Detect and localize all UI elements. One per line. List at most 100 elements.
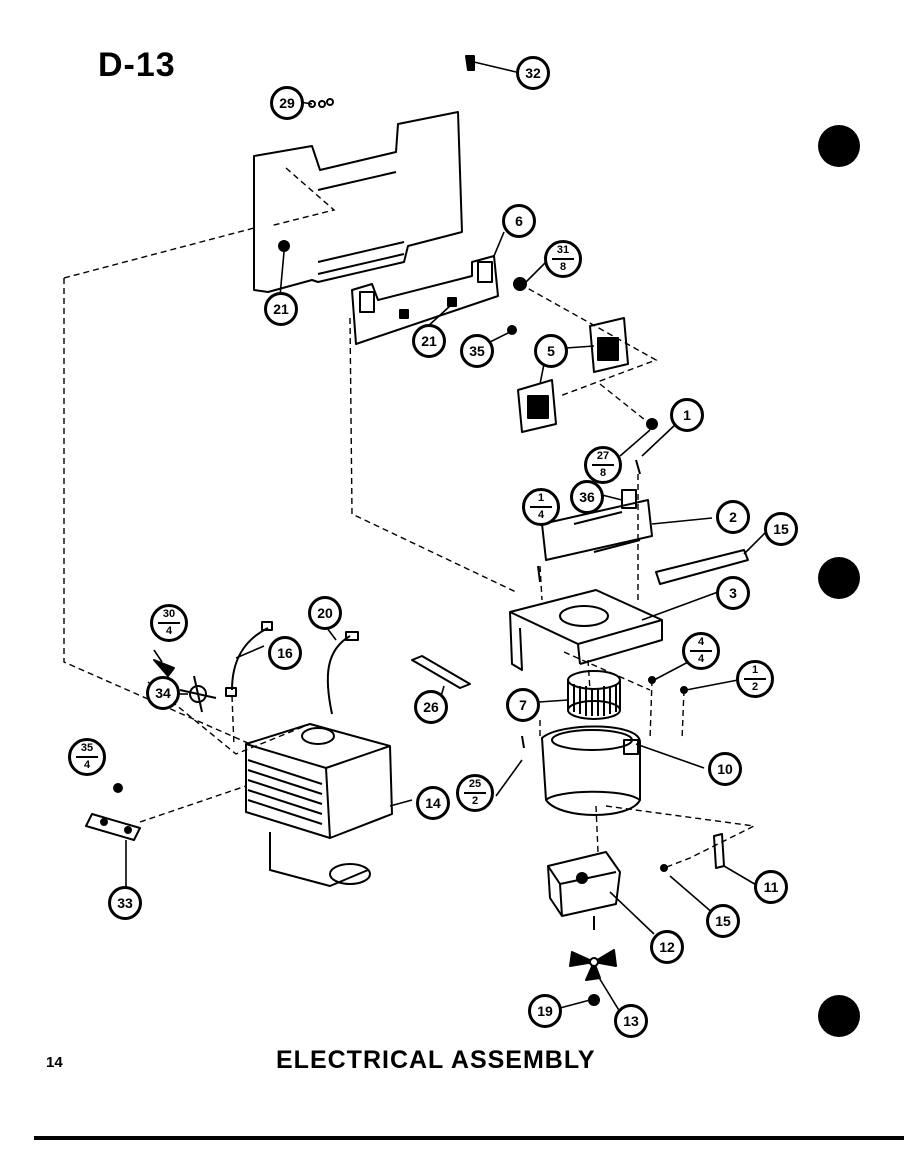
wire-harness-20 xyxy=(326,631,359,715)
callout-12: 12 xyxy=(650,930,684,964)
diagram-title: ELECTRICAL ASSEMBLY xyxy=(276,1046,596,1074)
fan-mount-bracket xyxy=(509,589,663,671)
callout-bottom: 4 xyxy=(697,653,705,665)
callout-bottom: 2 xyxy=(751,681,759,693)
insulation-strip xyxy=(655,549,749,585)
callout-20: 20 xyxy=(308,596,342,630)
support-bar xyxy=(411,655,471,689)
callout-26: 26 xyxy=(414,690,448,724)
callout-bottom: 4 xyxy=(83,759,91,771)
callout-label: 35 xyxy=(469,343,485,359)
callout-3: 3 xyxy=(716,576,750,610)
callout-label: 12 xyxy=(659,939,675,955)
callout-label: 14 xyxy=(425,795,441,811)
callout-label: 11 xyxy=(763,879,779,895)
fan-motor xyxy=(547,851,621,930)
magnetron xyxy=(245,723,393,887)
blower-wheel xyxy=(567,670,621,720)
callout-label: 5 xyxy=(547,343,555,359)
callout-34: 34 xyxy=(146,676,180,710)
bottom-border xyxy=(34,1136,904,1140)
callout-15-upper: 15 xyxy=(764,512,798,546)
callout-top: 25 xyxy=(468,778,482,790)
callout-7: 7 xyxy=(506,688,540,722)
callout-21-left: 21 xyxy=(264,292,298,326)
mounting-clip xyxy=(713,833,725,869)
callout-29: 29 xyxy=(270,86,304,120)
callout-label: 21 xyxy=(421,333,437,349)
callout-label: 13 xyxy=(623,1013,639,1029)
callout-bottom: 4 xyxy=(537,509,545,521)
callout-label: 16 xyxy=(277,645,293,661)
callout-21-right: 21 xyxy=(412,324,446,358)
callout-15-lower: 15 xyxy=(706,904,740,938)
callout-label: 32 xyxy=(525,65,541,81)
screws xyxy=(113,55,688,1006)
callout-label: 19 xyxy=(537,1003,553,1019)
binder-hole-middle xyxy=(818,557,860,599)
callout-19: 19 xyxy=(528,994,562,1028)
callout-16: 16 xyxy=(268,636,302,670)
callout-11: 11 xyxy=(754,870,788,904)
callout-top: 4 xyxy=(697,636,705,648)
callout-top: 30 xyxy=(162,608,176,620)
callout-2: 2 xyxy=(716,500,750,534)
callout-35: 35 xyxy=(460,334,494,368)
callout-label: 20 xyxy=(317,605,333,621)
callout-label: 15 xyxy=(773,521,789,537)
thermal-cutout xyxy=(85,813,141,841)
callout-label: 15 xyxy=(715,913,731,929)
callout-bottom: 2 xyxy=(471,795,479,807)
callout-label: 3 xyxy=(729,585,737,601)
callout-32: 32 xyxy=(516,56,550,90)
callout-36: 36 xyxy=(570,480,604,514)
callout-label: 6 xyxy=(515,213,523,229)
control-bracket xyxy=(351,255,499,345)
assembly-lines xyxy=(63,167,757,869)
callout-top: 35 xyxy=(80,742,94,754)
callout-5: 5 xyxy=(534,334,568,368)
callout-13: 13 xyxy=(614,1004,648,1038)
callout-top: 1 xyxy=(751,664,759,676)
callout-bottom: 4 xyxy=(165,625,173,637)
callout-label: 21 xyxy=(273,301,289,317)
callout-33: 33 xyxy=(108,886,142,920)
callout-label: 33 xyxy=(117,895,133,911)
callout-bottom: 8 xyxy=(559,261,567,273)
back-panel xyxy=(253,111,463,293)
callout-bottom: 8 xyxy=(599,467,607,479)
callout-label: 1 xyxy=(683,407,691,423)
blower-housing xyxy=(541,725,641,816)
callout-14: 14 xyxy=(416,786,450,820)
binder-hole-top xyxy=(818,125,860,167)
relay-lower xyxy=(517,379,557,433)
page-number: 14 xyxy=(46,1054,63,1071)
callout-top: 27 xyxy=(596,450,610,462)
connector-star xyxy=(179,675,217,713)
callout-label: 10 xyxy=(717,761,733,777)
fan-blade xyxy=(569,949,617,981)
callout-label: 36 xyxy=(579,489,595,505)
sensor-bracket xyxy=(541,489,653,561)
callout-label: 26 xyxy=(423,699,439,715)
callout-top: 1 xyxy=(537,492,545,504)
callout-10: 10 xyxy=(708,752,742,786)
callout-6: 6 xyxy=(502,204,536,238)
callout-label: 7 xyxy=(519,697,527,713)
callout-leaders xyxy=(125,61,769,1013)
binder-hole-bottom xyxy=(818,995,860,1037)
callout-top: 31 xyxy=(556,244,570,256)
wire-terminal xyxy=(153,659,175,677)
callout-label: 2 xyxy=(729,509,737,525)
callout-1-top: 1 xyxy=(670,398,704,432)
relay-upper xyxy=(589,317,629,373)
callout-label: 34 xyxy=(155,685,171,701)
